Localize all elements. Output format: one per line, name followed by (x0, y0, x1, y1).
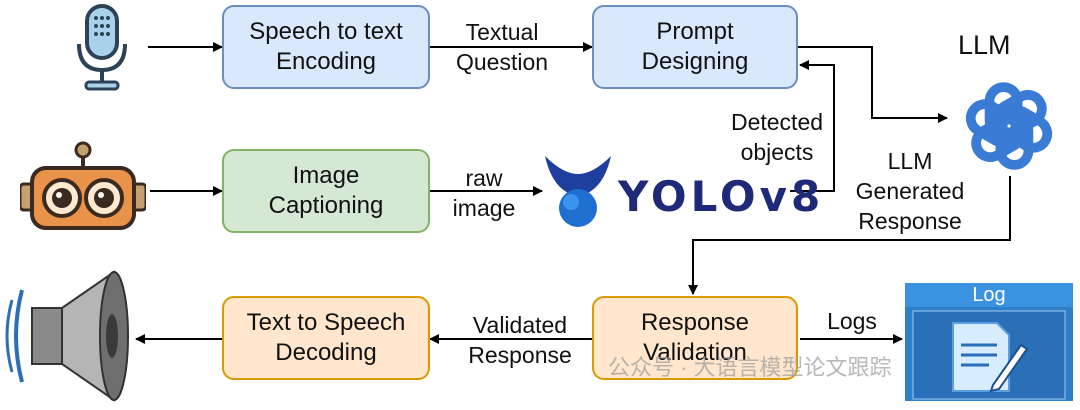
box-text: Encoding (275, 48, 377, 75)
box-text: Response (640, 309, 750, 336)
raw-image-label: raw image (436, 163, 532, 223)
log-title: Log (972, 284, 1006, 306)
robot-icon (20, 141, 146, 230)
label-line: Generated (855, 178, 965, 204)
label-line: Textual (465, 19, 539, 45)
log-document-icon (905, 283, 1073, 401)
llm-title: LLM (958, 30, 1011, 60)
yolo-logo-icon (545, 156, 611, 227)
label-line: LLM (887, 148, 933, 174)
textual-question-label: Textual Question (440, 17, 564, 77)
box-text: Captioning (268, 192, 384, 219)
label-line: objects (740, 139, 814, 165)
box-text: Designing (641, 48, 749, 75)
box-text: Prompt (656, 18, 734, 45)
speaker-icon (5, 270, 129, 402)
arrow-llm-to-validation (688, 176, 1011, 295)
arrow-yolo-to-prompt (790, 60, 835, 192)
label-line: raw (465, 165, 503, 191)
logs-label: Logs (812, 306, 892, 336)
label-line: Response (468, 342, 572, 368)
validated-response-label: Validated Response (452, 310, 588, 370)
arrow-prompt-to-llm (798, 46, 948, 123)
llm-generated-response-label: LLM Generated Response (840, 146, 980, 236)
openai-logo-icon (965, 82, 1053, 170)
label-line: Response (858, 208, 962, 234)
microphone-icon (77, 4, 127, 91)
label-line: Detected (730, 109, 824, 135)
box-text: Decoding (275, 339, 377, 366)
box-text: Speech to text (249, 18, 403, 45)
detected-objects-label: Detected objects (722, 107, 832, 167)
box-text: Validation (643, 339, 747, 366)
label-line: Question (455, 49, 549, 75)
label-line: Validated (472, 312, 568, 338)
yolo-wordmark: YOLOv8 (618, 172, 825, 221)
box-text: Text to Speech (246, 309, 406, 336)
label-line: image (452, 195, 516, 221)
watermark-text: 公众号 · 大语言模型论文跟踪 (608, 355, 892, 380)
box-text: Image (292, 162, 360, 189)
label-line: Logs (827, 308, 877, 334)
